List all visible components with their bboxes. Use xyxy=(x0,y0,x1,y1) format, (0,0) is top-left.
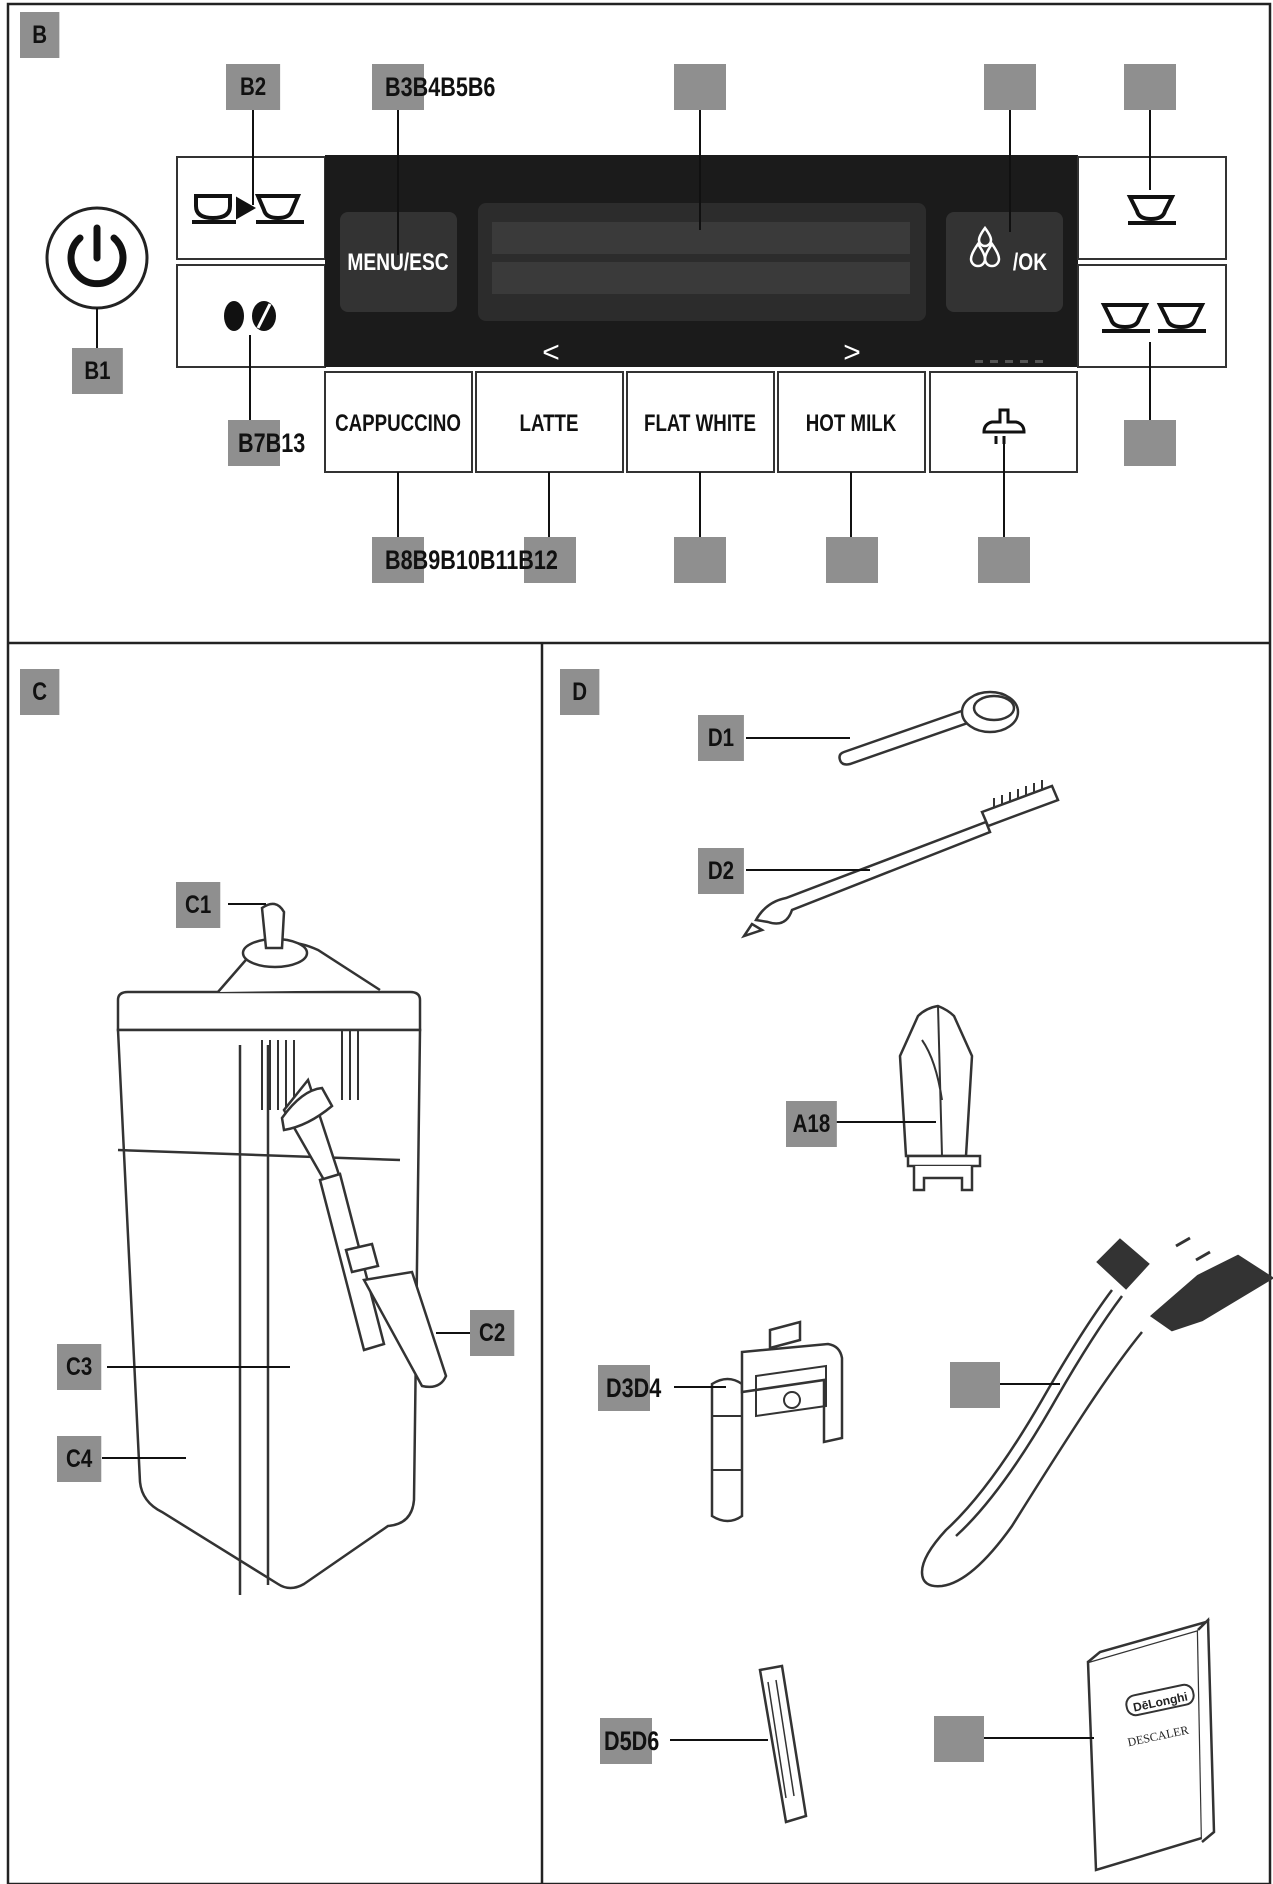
cappuccino-button[interactable] xyxy=(324,371,473,473)
nav-right-arrow[interactable]: > xyxy=(843,336,861,369)
callout-display-marker xyxy=(674,64,726,110)
two-cups-button[interactable] xyxy=(1077,264,1227,368)
carafe-lid xyxy=(116,990,422,1032)
cappuccino-label: CAPPUCCINO xyxy=(335,410,461,437)
hot-water-spout xyxy=(710,1320,844,1523)
test-strip xyxy=(758,1664,808,1824)
power-button[interactable] xyxy=(45,206,149,310)
ok-label: /OK xyxy=(1013,248,1047,276)
callout-d1: D1 xyxy=(698,715,744,761)
callout-b8-marker xyxy=(372,537,424,583)
b-leader-lines xyxy=(96,110,1151,537)
callout-b1: B1 xyxy=(72,348,123,394)
callout-hot-water-marker xyxy=(978,537,1030,583)
d-leader-lines xyxy=(670,737,1094,1741)
callout-d3-d4: D3D4 xyxy=(606,1373,662,1403)
callout-descaler-marker xyxy=(934,1716,984,1762)
callout-b9-marker xyxy=(524,537,576,583)
callout-c2: C2 xyxy=(470,1310,515,1356)
one-cup-button[interactable] xyxy=(1077,156,1227,260)
carafe-grid-right xyxy=(341,1030,359,1100)
frame xyxy=(6,2,1272,1884)
callout-b8-b12: B8B9B10B11B12 xyxy=(385,545,558,575)
descaler-box xyxy=(1086,1617,1216,1872)
callout-power-cable-marker xyxy=(950,1362,1000,1408)
callout-c4: C4 xyxy=(57,1436,102,1482)
accessories xyxy=(710,690,1273,1872)
callout-d2: D2 xyxy=(698,848,744,894)
hot-milk-label: HOT MILK xyxy=(806,410,897,437)
callout-two-cups-marker xyxy=(1124,420,1176,466)
section-label-b: B xyxy=(20,12,60,58)
callout-c3: C3 xyxy=(57,1344,102,1390)
callout-b7-marker xyxy=(228,420,280,466)
callout-d5-marker xyxy=(600,1718,652,1764)
scroll-dots xyxy=(975,360,1043,363)
carafe-grid-left xyxy=(261,1040,295,1110)
nav-left-arrow[interactable]: < xyxy=(542,336,560,369)
hot-milk-button[interactable] xyxy=(777,371,926,473)
callout-flat-white-marker xyxy=(674,537,726,583)
callout-c1: C1 xyxy=(176,882,221,928)
power-icon xyxy=(67,224,127,288)
callout-b2: B2 xyxy=(226,64,281,110)
callout-hot-milk-marker xyxy=(826,537,878,583)
c-leader-lines xyxy=(102,903,484,1459)
measuring-scoop xyxy=(838,690,1020,766)
callout-d5-d6: D5D6 xyxy=(604,1726,660,1756)
lcd-dot-matrix xyxy=(492,222,910,294)
callout-d3-marker xyxy=(598,1365,650,1411)
latte-label: LATTE xyxy=(520,410,579,437)
flat-white-button[interactable] xyxy=(626,371,775,473)
flat-white-label: FLAT WHITE xyxy=(644,410,756,437)
callout-b7-b13: B7B13 xyxy=(238,428,306,458)
water-drops-icon xyxy=(969,225,1001,268)
small-to-large-cup-icon xyxy=(192,194,304,224)
callout-a18: A18 xyxy=(786,1101,837,1147)
water-filter xyxy=(898,1004,982,1192)
ok-button[interactable] xyxy=(946,212,1063,312)
menu-esc-button[interactable] xyxy=(340,212,457,312)
power-cable xyxy=(920,1236,1273,1588)
control-panel: MENU/ESC /OK < > CAPPUCCINO LATTE FLAT W… xyxy=(45,110,1227,537)
callout-one-cup-marker xyxy=(1124,64,1176,110)
single-cup-icon xyxy=(1126,195,1176,225)
callout-ok-marker xyxy=(984,64,1036,110)
section-label-c: C xyxy=(20,669,60,715)
callout-b3-b6: B3B4B5B6 xyxy=(385,72,496,102)
double-cup-icon xyxy=(1100,303,1206,333)
cleaning-brush xyxy=(740,780,1060,939)
callout-b3-marker xyxy=(372,64,424,110)
milk-carafe xyxy=(116,902,448,1595)
section-label-d: D xyxy=(560,669,600,715)
coffee-size-button[interactable] xyxy=(176,156,326,260)
